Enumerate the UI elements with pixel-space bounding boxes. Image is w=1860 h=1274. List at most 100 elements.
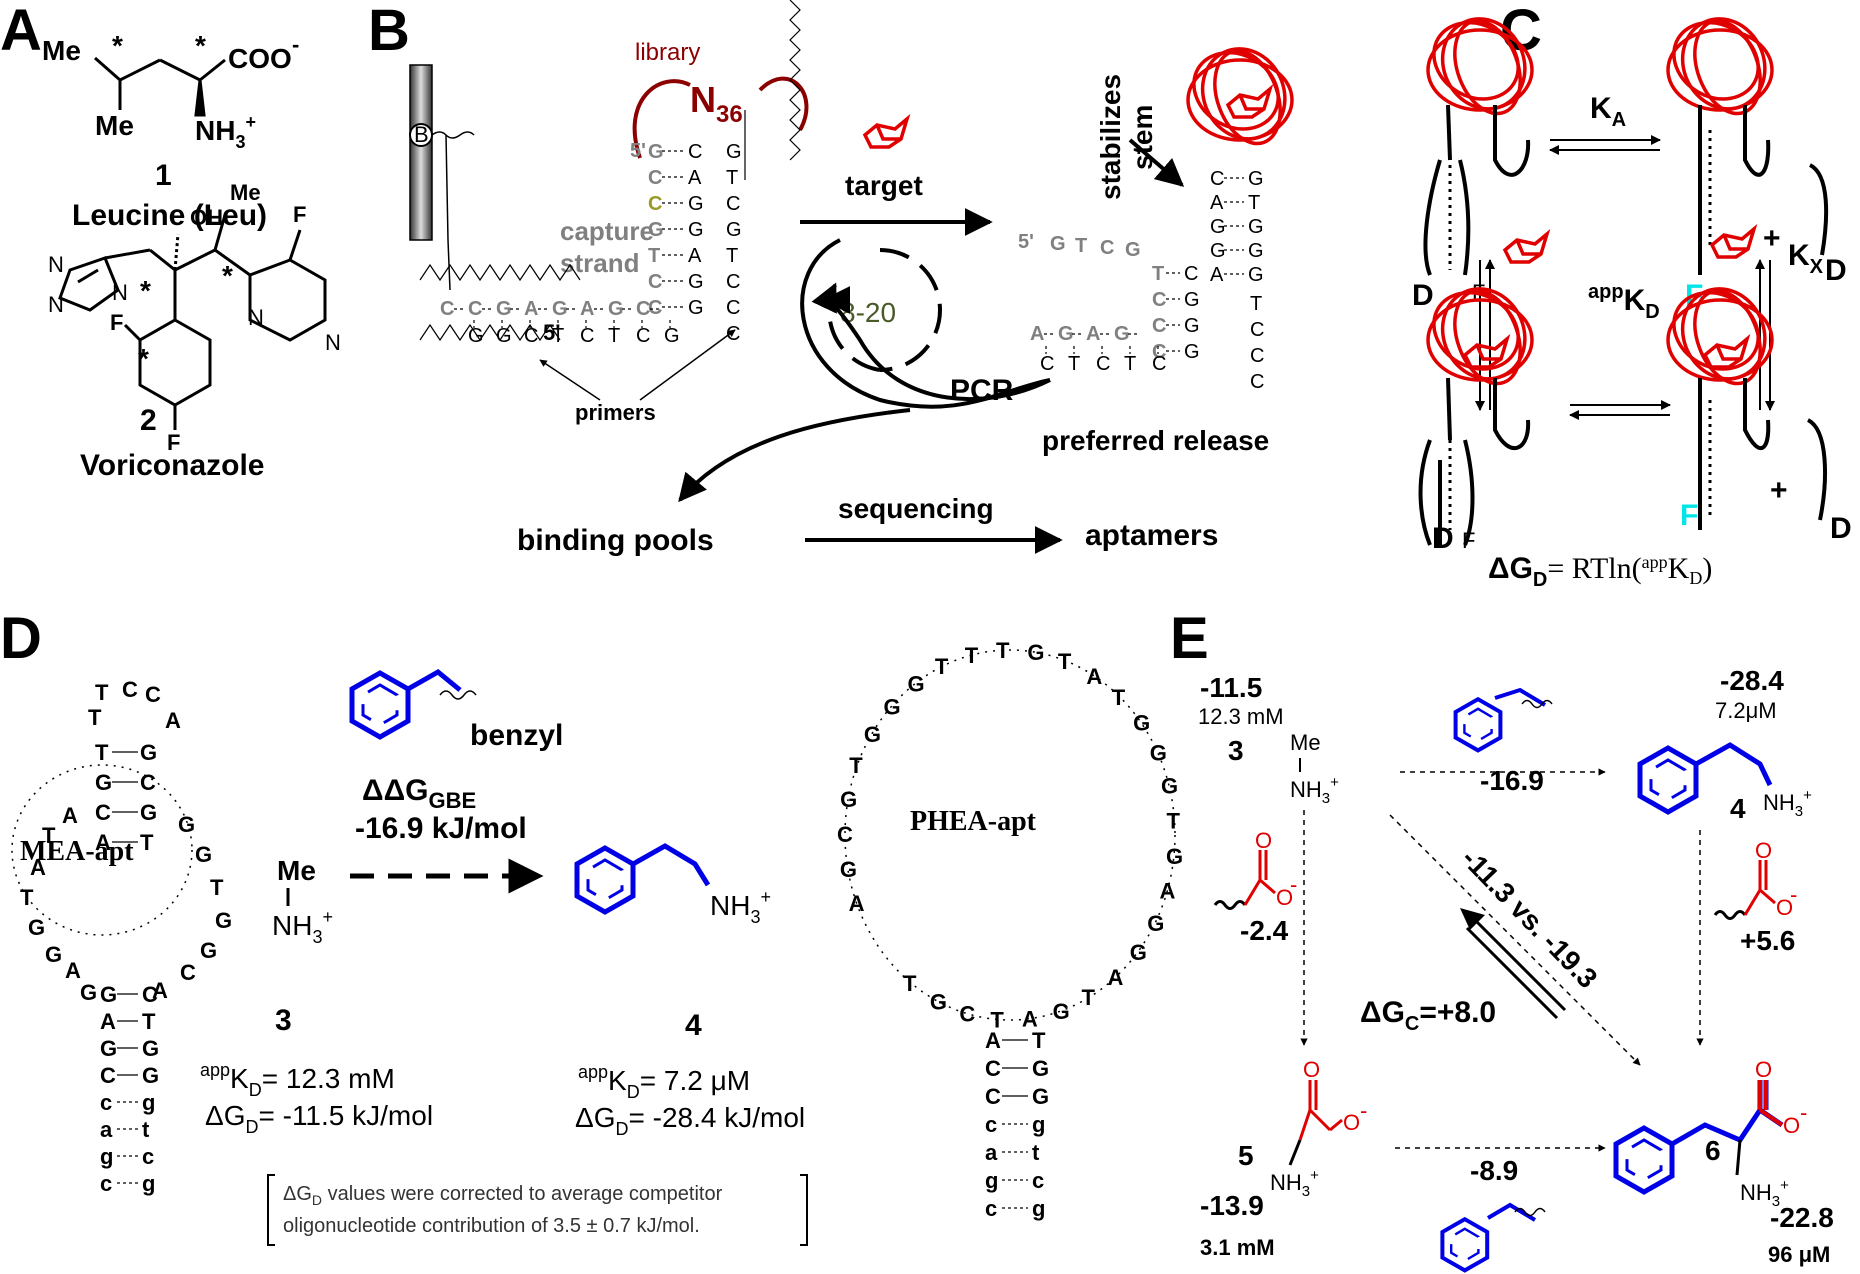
capture-bottom-nt: C <box>468 298 482 320</box>
release-top-nt: C <box>1100 237 1114 259</box>
voriconazole-n3: N <box>112 280 128 305</box>
mea-loop-nt: C <box>145 682 161 707</box>
phea-loop-nt: G <box>930 989 947 1014</box>
voriconazole-f-bottom: F <box>167 430 180 455</box>
e-minus-left: - <box>1290 872 1297 897</box>
panel-b-letter: B <box>368 0 410 63</box>
mea-left-loop-nt: T <box>42 823 56 848</box>
phea-loop-nt: G <box>864 722 881 747</box>
phea-stem-left-nt: c <box>985 1196 997 1221</box>
capture-vert-nt: T <box>648 245 660 267</box>
strand2-nt: C <box>726 193 740 215</box>
release-tail-nt: C <box>1250 345 1264 367</box>
e-kd-4: 7.2μM <box>1715 698 1777 723</box>
release-stem-right-nt: G <box>1248 168 1264 190</box>
mea-loop-nt: T <box>88 705 102 730</box>
voriconazole-star-2: * <box>222 260 233 291</box>
voriconazole-star-1: * <box>140 275 151 306</box>
library-loop <box>632 76 809 159</box>
e-nh3-3: NH3+ <box>1290 774 1339 807</box>
phea-loop-nt: T <box>935 654 949 679</box>
phea-loop-nt: T <box>1112 685 1126 710</box>
release-stem-right-nt: G <box>1248 264 1264 286</box>
phea-stem-left-nt: C <box>985 1056 1001 1081</box>
voriconazole-star-3: * <box>138 343 149 374</box>
capture-bottom-pair-nt: C <box>580 325 594 347</box>
release-stem-right-nt: T <box>1248 192 1260 214</box>
capture-vert-pair-nt: G <box>688 219 704 241</box>
mea-stem1-right-nt: G <box>140 800 157 825</box>
mea-left-loop-nt: A <box>62 803 78 828</box>
mea-apt-label: MEA-apt <box>20 836 134 867</box>
phea-stem-right-nt: G <box>1032 1056 1049 1081</box>
voriconazole-n1: N <box>48 252 64 277</box>
e-minus-5: - <box>1360 1098 1367 1123</box>
mea-stem2-left-nt: G <box>100 982 117 1007</box>
e-o-6: O <box>1755 1057 1772 1082</box>
phea-loop-nt: G <box>1133 711 1150 736</box>
leucine-me-top: Me <box>42 35 81 66</box>
phea-stem-left-nt: g <box>985 1168 998 1193</box>
d-benzyl-ring <box>352 673 408 737</box>
capture-bottom-pair-nt: C <box>636 325 650 347</box>
strand2-nt: G <box>726 141 742 163</box>
panel-a: A Me Me * * COO - NH3+ 1 Leucine (Leu) <box>0 0 341 482</box>
mea-right-loop-nt: A <box>152 978 168 1003</box>
capture-bottom-nt: C <box>636 298 650 320</box>
capture-vert-pair-nt: G <box>688 297 704 319</box>
release-tail-nt: C <box>1250 371 1264 393</box>
e-benzyl-bottom-dg: -8.9 <box>1470 1155 1518 1186</box>
c-d-label-4: D <box>1830 512 1852 545</box>
capture-bottom-nt: C <box>440 298 454 320</box>
mea-left-loop-nt: A <box>65 958 81 983</box>
mea-right-loop-nt: G <box>215 908 232 933</box>
primers-label: primers <box>575 400 656 425</box>
release-mid-left-nt: C <box>1152 341 1166 363</box>
e-dg-3: -11.5 <box>1200 672 1262 703</box>
leucine-star-1: * <box>112 30 123 61</box>
release-mid-right-nt: C <box>1184 263 1198 285</box>
mea-stem1-left-nt: T <box>95 740 109 765</box>
note-line-2: oligonucleotide contribution of 3.5 ± 0.… <box>283 1215 700 1237</box>
release-stem-right-nt: G <box>1248 216 1264 238</box>
mea-stem2-right-nt: t <box>142 1117 150 1142</box>
release-stem-left-nt: G <box>1210 240 1226 262</box>
phea-stem-right-nt: g <box>1032 1112 1045 1137</box>
capture-vert-pair-nt: G <box>688 271 704 293</box>
phea-loop-nt: G <box>1027 640 1044 665</box>
bead-column <box>409 64 433 241</box>
phea-loop-nt: A <box>1086 664 1102 689</box>
ddg-value: -16.9 kJ/mol <box>355 812 527 845</box>
voriconazole-n5: N <box>325 330 341 355</box>
capture-vert-pair-nt: C <box>688 141 702 163</box>
phea-stem-left-nt: C <box>985 1084 1001 1109</box>
mea-loop-nt: T <box>95 680 109 705</box>
d-num-4: 4 <box>685 1009 702 1042</box>
knot-bottom-right <box>1658 273 1782 395</box>
voriconazole-me: Me <box>230 180 261 205</box>
capture-vert-nt: C <box>648 271 662 293</box>
phea-loop-nt: G <box>840 857 857 882</box>
mea-stem1-right-nt: G <box>140 740 157 765</box>
capture-vert-pair-nt: G <box>688 193 704 215</box>
phea-loop-nt: G <box>907 671 924 696</box>
strand2-nt: G <box>726 219 742 241</box>
mea-stem2-left-nt: C <box>100 1063 116 1088</box>
release-top-nt: G <box>1050 233 1066 255</box>
panel-d-letter: D <box>0 606 42 671</box>
capture-bottom-pair-nt: T <box>608 325 620 347</box>
stabilizes-arrow <box>1128 138 1185 187</box>
phea-loop-nt: G <box>884 694 901 719</box>
capture-bottom-pair-nt: G <box>468 325 484 347</box>
mea-stem2-left-nt: g <box>100 1144 113 1169</box>
e-num-4: 4 <box>1730 793 1746 824</box>
d-kd-4: appKD= 7.2 μM <box>578 1062 750 1102</box>
e-o-6b: O <box>1783 1113 1800 1138</box>
release-bottom-top-nt: G <box>1058 323 1074 345</box>
phea-loop-nt: T <box>849 753 863 778</box>
release-bottom-top-nt: A <box>1086 323 1100 345</box>
